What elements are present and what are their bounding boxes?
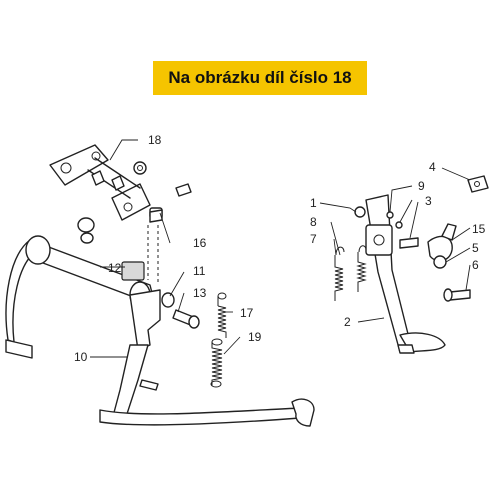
part-17-spring <box>217 292 227 338</box>
callout-17: 17 <box>240 306 254 320</box>
callout-19: 19 <box>248 330 262 344</box>
part-6-bolt <box>443 288 471 302</box>
callout-10: 15 <box>472 222 486 236</box>
callout-7: 7 <box>310 232 317 246</box>
part-16-bolt <box>149 209 163 223</box>
callout-5: 5 <box>472 241 479 255</box>
part-10-switch-bracket <box>427 223 457 262</box>
callout-9: 9 <box>418 179 425 193</box>
highlight-banner: Na obrázku díl číslo 18 <box>153 61 367 95</box>
part-12-nut <box>161 292 175 308</box>
callout-labels: 18 16 12 11 13 17 19 10 1 8 7 2 9 3 4 15… <box>74 133 486 364</box>
callout-15: 13 <box>193 286 207 300</box>
callout-3: 3 <box>425 194 432 208</box>
part-1-nut <box>354 206 366 218</box>
callout-1: 1 <box>310 196 317 210</box>
callout-6: 6 <box>472 258 479 272</box>
part-8-spring <box>356 245 367 292</box>
callout-2: 2 <box>344 315 351 329</box>
part-5-washer <box>433 255 447 269</box>
callout-11: 10 <box>74 350 88 364</box>
callout-4: 4 <box>429 160 436 174</box>
part-4-clip <box>467 175 489 193</box>
part-11-center-stand <box>5 235 315 427</box>
part-18-bracket <box>49 144 151 221</box>
callout-13: 12 <box>108 261 122 275</box>
callout-8: 8 <box>310 215 317 229</box>
callout-12: 11 <box>193 264 206 278</box>
part-13-pivot <box>121 261 145 281</box>
leader-lines <box>90 139 471 358</box>
callout-16: 16 <box>193 236 207 250</box>
part-15-bolt <box>172 309 200 329</box>
alignment-lines <box>147 225 159 285</box>
part-19-spring <box>210 338 223 388</box>
part-2-side-stand <box>365 194 446 354</box>
part-3-pivot-bolt <box>399 237 419 249</box>
part-7-spring <box>334 246 345 301</box>
callout-18: 18 <box>148 133 162 147</box>
banner-text: Na obrázku díl číslo 18 <box>168 68 352 87</box>
